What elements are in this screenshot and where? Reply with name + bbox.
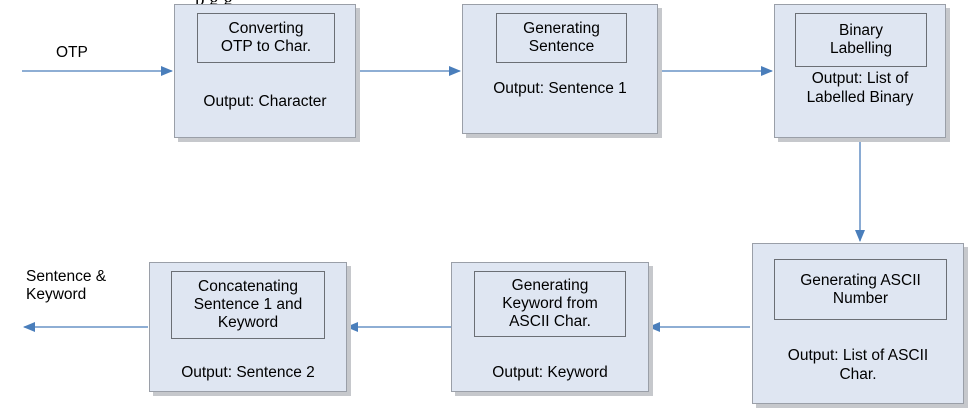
block-concatenating-title: Concatenating Sentence 1 and Keyword (171, 271, 325, 339)
block-converting-otp-title: Converting OTP to Char. (197, 13, 335, 63)
block-generating-keyword: Generating Keyword from ASCII Char. Outp… (451, 262, 649, 392)
block-generating-ascii-output: Output: List of ASCII Char. (787, 347, 929, 383)
output-label: Sentence & Keyword (26, 268, 107, 303)
block-generating-keyword-title: Generating Keyword from ASCII Char. (474, 271, 626, 337)
block-generating-sentence-output: Output: Sentence 1 (493, 80, 627, 97)
block-binary-labelling-output: Output: List of Labelled Binary (806, 70, 914, 106)
input-label: OTP (56, 44, 88, 61)
block-generating-keyword-output: Output: Keyword (492, 364, 608, 381)
block-generating-ascii: Generating ASCII Number Output: List of … (752, 243, 964, 404)
block-concatenating-output: Output: Sentence 2 (181, 364, 315, 381)
block-converting-otp: Converting OTP to Char. Output: Characte… (174, 4, 356, 138)
block-converting-otp-output: Output: Character (203, 93, 327, 110)
block-generating-ascii-title: Generating ASCII Number (774, 259, 947, 320)
block-generating-sentence-title: Generating Sentence (496, 13, 627, 63)
block-generating-sentence: Generating Sentence Output: Sentence 1 (462, 4, 658, 134)
block-binary-labelling-title: Binary Labelling (795, 13, 927, 67)
block-binary-labelling: Binary Labelling Output: List of Labelle… (774, 4, 946, 138)
block-concatenating: Concatenating Sentence 1 and Keyword Out… (149, 262, 347, 392)
